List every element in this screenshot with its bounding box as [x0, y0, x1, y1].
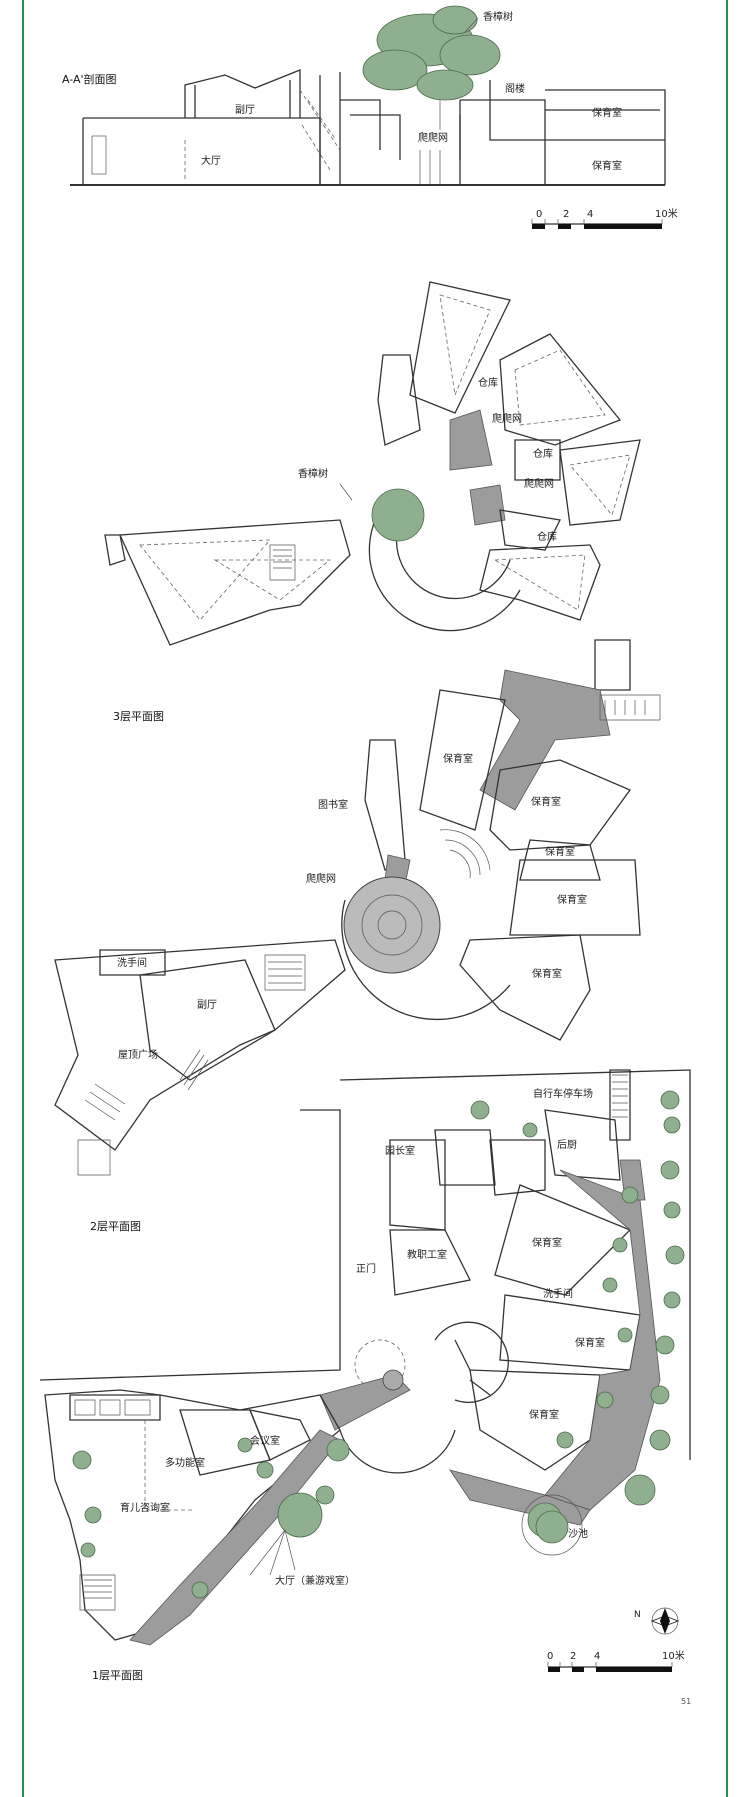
floor3-label-climbing-net-1: 爬爬网 — [492, 414, 522, 425]
left-frame-line — [22, 0, 24, 1797]
section-camphor-tree — [362, 5, 501, 130]
section-label-attic: 阁楼 — [505, 84, 525, 95]
floor2-label-nursery-3: 保育室 — [545, 847, 575, 858]
north-arrow-label: N — [634, 1610, 641, 1620]
floor3-label-storage-2: 仓库 — [533, 449, 553, 460]
section-label-sub-hall: 副厅 — [235, 105, 255, 116]
north-arrow — [650, 1607, 680, 1635]
section-scale-0: 0 — [536, 209, 543, 220]
floor1-scale-4: 4 — [594, 1651, 601, 1662]
floor1-label-back-kitchen: 后厨 — [557, 1140, 577, 1151]
floor1-label-nursery-2: 保育室 — [575, 1338, 605, 1349]
floor3-label-storage-1: 仓库 — [478, 378, 498, 389]
floor2-label-nursery-2: 保育室 — [531, 797, 561, 808]
floor2-label-roof-plaza: 屋顶广场 — [118, 1050, 158, 1061]
section-scale-4: 4 — [587, 209, 594, 220]
floor1-label-consult-room: 育儿咨询室 — [120, 1503, 170, 1514]
floor1-label-bike-parking: 自行车停车场 — [533, 1089, 593, 1100]
floor2-plan-drawing — [54, 639, 661, 1176]
floor2-label-washroom: 洗手间 — [117, 958, 147, 969]
floor3-plan-drawing — [104, 281, 641, 646]
floor2-label-nursery-4: 保育室 — [557, 895, 587, 906]
section-scale-2: 2 — [563, 209, 570, 220]
section-label-climbing-net: 爬爬网 — [418, 133, 448, 144]
section-scale-10: 10米 — [655, 209, 678, 220]
floor2-label-climbing-net: 爬爬网 — [306, 874, 336, 885]
floor3-label-climbing-net-2: 爬爬网 — [524, 479, 554, 490]
floor1-scale-10: 10米 — [662, 1651, 685, 1662]
floor1-label-staff-room: 教职工室 — [407, 1250, 447, 1261]
floor1-label-sandpit: 沙池 — [568, 1529, 588, 1540]
floor2-label-sub-hall: 副厅 — [197, 1000, 217, 1011]
floor2-title: 2层平面图 — [90, 1220, 141, 1233]
floor1-label-multi-room: 多功能室 — [165, 1458, 205, 1469]
floor1-title: 1层平面图 — [92, 1669, 143, 1682]
floor3-label-storage-3: 仓库 — [537, 532, 557, 543]
section-scale-bar — [531, 219, 663, 229]
section-a-a-drawing — [70, 5, 666, 229]
floor1-scale-bar — [547, 1662, 673, 1672]
floor1-label-washroom: 洗手间 — [543, 1289, 573, 1300]
floor2-label-nursery-1: 保育室 — [443, 754, 473, 765]
floor2-label-library: 图书室 — [318, 800, 348, 811]
floor3-title: 3层平面图 — [113, 710, 164, 723]
floor1-label-director-office: 园长室 — [385, 1146, 415, 1157]
floor2-label-nursery-5: 保育室 — [532, 969, 562, 980]
floor1-scale-2: 2 — [570, 1651, 577, 1662]
section-label-camphor-tree: 香樟树 — [483, 12, 513, 23]
section-label-main-hall: 大厅 — [201, 156, 221, 167]
page-number: 51 — [681, 1697, 692, 1706]
floor1-label-nursery-3: 保育室 — [529, 1410, 559, 1421]
floor3-label-camphor-tree: 香樟树 — [298, 469, 328, 480]
floor1-label-main-gate: 正门 — [356, 1264, 376, 1275]
section-label-nursery-lower: 保育室 — [592, 161, 622, 172]
section-label-nursery-upper: 保育室 — [592, 108, 622, 119]
right-frame-line — [726, 0, 728, 1797]
floor1-plan-drawing — [39, 1069, 691, 1672]
floor1-label-nursery-1: 保育室 — [532, 1238, 562, 1249]
floor1-label-hall-play: 大厅（兼游戏室） — [275, 1576, 355, 1587]
section-title: A-A'剖面图 — [62, 73, 117, 86]
floor1-label-meeting-room: 会议室 — [250, 1436, 280, 1447]
floor1-scale-0: 0 — [547, 1651, 554, 1662]
